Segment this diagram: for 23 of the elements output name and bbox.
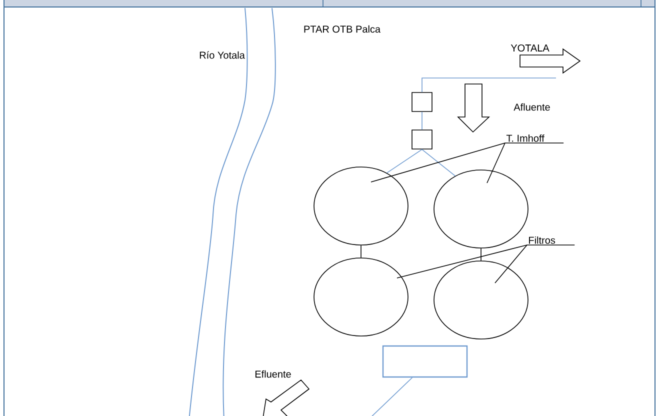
tank-ellipse — [314, 258, 408, 336]
pipe-line — [422, 78, 556, 92]
pipe-line — [422, 149, 456, 176]
leader-line — [494, 244, 528, 284]
leader-line — [370, 142, 506, 182]
river-label: Río Yotala — [200, 51, 245, 59]
chamber-box — [412, 92, 432, 112]
town-label: YOTALA — [510, 44, 550, 52]
outflow-label: Efluente — [255, 370, 291, 378]
leader-label: T. Imhoff — [504, 134, 564, 144]
pipe-line — [480, 248, 482, 261]
tank-ellipse — [434, 170, 528, 248]
inflow-label: Afluente — [514, 103, 550, 111]
site-label: PTAR OTB Palca — [304, 25, 381, 33]
leader-label: Filtros — [526, 236, 576, 246]
leader-line — [486, 142, 506, 184]
basin-box — [382, 345, 468, 378]
pipe-line — [360, 245, 362, 258]
tank-ellipse — [314, 166, 408, 246]
pipe-line — [386, 149, 422, 174]
tank-ellipse — [434, 260, 528, 340]
chamber-box — [412, 130, 432, 150]
leader-line — [396, 244, 528, 278]
